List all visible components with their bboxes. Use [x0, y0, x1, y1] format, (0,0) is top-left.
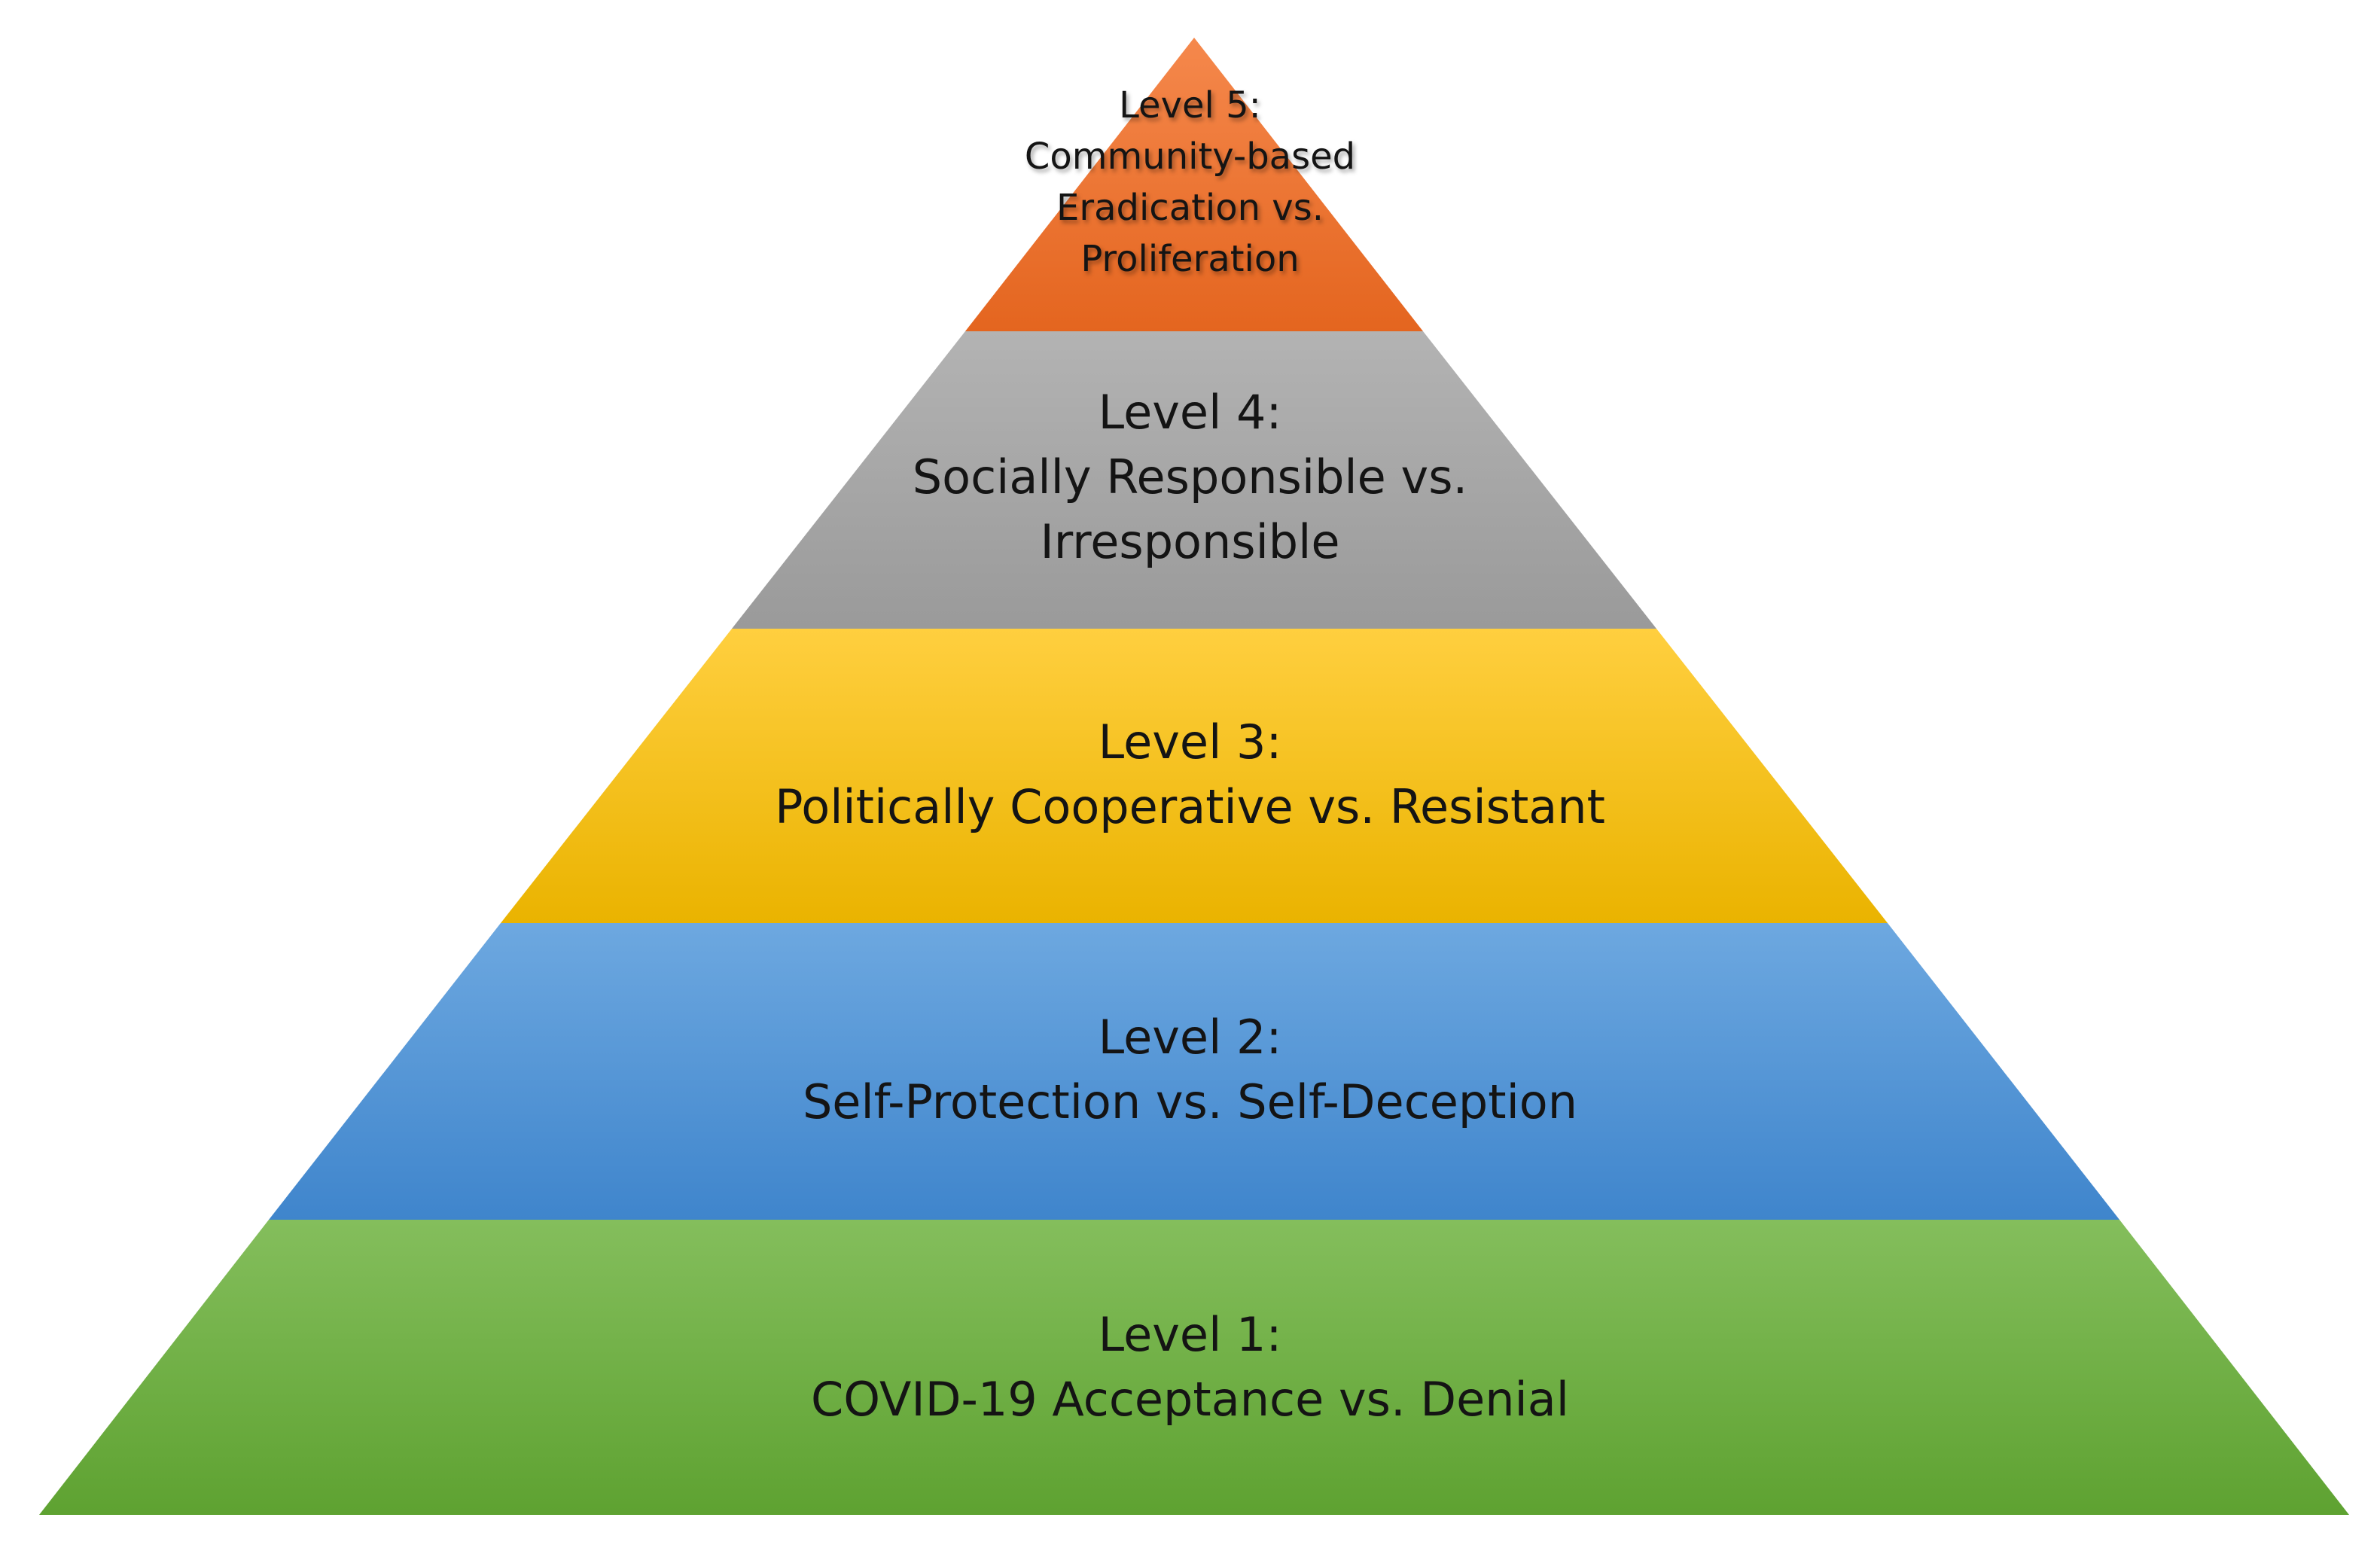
tier-level-2 — [269, 923, 2119, 1220]
level-1-label: Level 1: COVID-19 Acceptance vs. Denial — [0, 1303, 2380, 1432]
level-4-label: Level 4: Socially Responsible vs. Irresp… — [0, 380, 2380, 574]
level-5-text-line-1: Community-based — [1024, 136, 1356, 178]
level-3-text-line-1: Politically Cooperative vs. Resistant — [775, 779, 1605, 834]
level-5-title: Level 5: — [1119, 84, 1261, 126]
level-5-label: Level 5: Community-based Eradication vs.… — [0, 80, 2380, 285]
tier-level-3 — [501, 629, 1888, 923]
tier-level-1 — [39, 1220, 2349, 1515]
level-1-text-line-1: COVID-19 Acceptance vs. Denial — [811, 1372, 1569, 1427]
level-4-text-line-2: Irresponsible — [1040, 514, 1340, 569]
level-2-title: Level 2: — [1098, 1010, 1282, 1065]
level-4-text-line-1: Socially Responsible vs. — [912, 449, 1468, 504]
level-1-title: Level 1: — [1098, 1307, 1282, 1362]
level-4-title: Level 4: — [1098, 385, 1282, 440]
level-2-label: Level 2: Self-Protection vs. Self-Decept… — [0, 1005, 2380, 1135]
tier-level-5 — [965, 38, 1423, 331]
level-3-label: Level 3: Politically Cooperative vs. Res… — [0, 710, 2380, 839]
level-3-title: Level 3: — [1098, 715, 1282, 769]
level-2-text-line-1: Self-Protection vs. Self-Deception — [802, 1074, 1578, 1129]
level-5-text-line-2: Eradication vs. — [1056, 187, 1324, 229]
tier-level-4 — [732, 331, 1656, 629]
level-5-text-line-3: Proliferation — [1080, 238, 1300, 280]
